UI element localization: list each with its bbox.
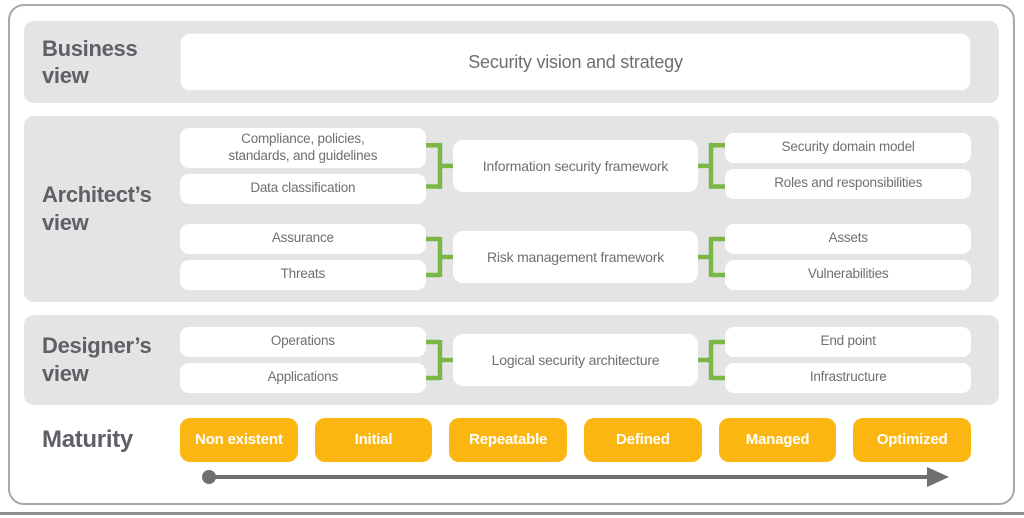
page-bottom-edge	[0, 512, 1024, 515]
right-stack: Security domain model Roles and responsi…	[725, 132, 972, 199]
maturity-level-initial: Initial	[314, 417, 433, 462]
logical-security-architecture-group: Operations Applications Logical security…	[180, 326, 972, 393]
maturity-level-repeatable: Repeatable	[449, 417, 568, 462]
left-bracket-connector-icon	[426, 224, 453, 290]
node-compliance-policies-standards-guidelines: Compliance, policies, standards, and gui…	[180, 128, 426, 168]
maturity-levels: Non existent Initial Repeatable Defined …	[180, 417, 972, 462]
arrow-shaft	[208, 474, 937, 479]
business-view-label: Business view	[42, 35, 138, 89]
right-stack: Assets Vulnerabilities	[725, 223, 972, 290]
left-stack: Operations Applications	[180, 326, 426, 393]
maturity-level-optimized: Optimized	[853, 417, 972, 462]
node-information-security-framework: Information security framework	[452, 139, 699, 192]
right-bracket-connector-icon	[698, 128, 725, 204]
node-applications: Applications	[180, 362, 426, 393]
information-security-framework-group: Compliance, policies, standards, and gui…	[180, 128, 972, 204]
business-view-band: Business view Security vision and strate…	[24, 21, 999, 103]
left-stack: Compliance, policies, standards, and gui…	[180, 128, 426, 204]
maturity-row: Maturity Non existent Initial Repeatable…	[24, 417, 999, 487]
maturity-axis-arrow-icon	[202, 466, 949, 487]
node-vulnerabilities: Vulnerabilities	[725, 259, 972, 290]
architect-view-band: Architect’s view Compliance, policies, s…	[24, 116, 999, 302]
node-security-vision-strategy: Security vision and strategy	[180, 33, 971, 91]
node-assets: Assets	[725, 223, 972, 254]
node-roles-and-responsibilities: Roles and responsibilities	[725, 168, 972, 199]
architect-view-label: Architect’s view	[42, 182, 152, 235]
maturity-level-defined: Defined	[584, 417, 702, 462]
designer-view-label: Designer’s view	[42, 333, 152, 386]
right-stack: End point Infrastructure	[725, 326, 972, 393]
left-stack: Assurance Threats	[180, 223, 426, 290]
node-threats: Threats	[180, 259, 426, 290]
node-assurance: Assurance	[180, 223, 426, 254]
right-bracket-connector-icon	[698, 327, 725, 393]
node-logical-security-architecture: Logical security architecture	[452, 333, 699, 386]
left-bracket-connector-icon	[426, 128, 453, 204]
arrow-head	[927, 466, 949, 487]
left-bracket-connector-icon	[426, 327, 453, 393]
diagram-frame: Business view Security vision and strate…	[8, 4, 1015, 505]
node-security-domain-model: Security domain model	[725, 132, 972, 163]
node-risk-management-framework: Risk management framework	[452, 230, 699, 283]
right-bracket-connector-icon	[698, 224, 725, 290]
node-infrastructure: Infrastructure	[725, 362, 972, 393]
node-end-point: End point	[725, 326, 972, 357]
maturity-level-managed: Managed	[718, 417, 837, 462]
maturity-level-non-existent: Non existent	[180, 417, 298, 462]
risk-management-framework-group: Assurance Threats Risk management framew…	[180, 223, 972, 290]
designer-view-band: Designer’s view Operations Applications …	[24, 314, 999, 405]
node-data-classification: Data classification	[180, 173, 426, 204]
maturity-label: Maturity	[42, 425, 133, 453]
node-operations: Operations	[180, 326, 426, 357]
